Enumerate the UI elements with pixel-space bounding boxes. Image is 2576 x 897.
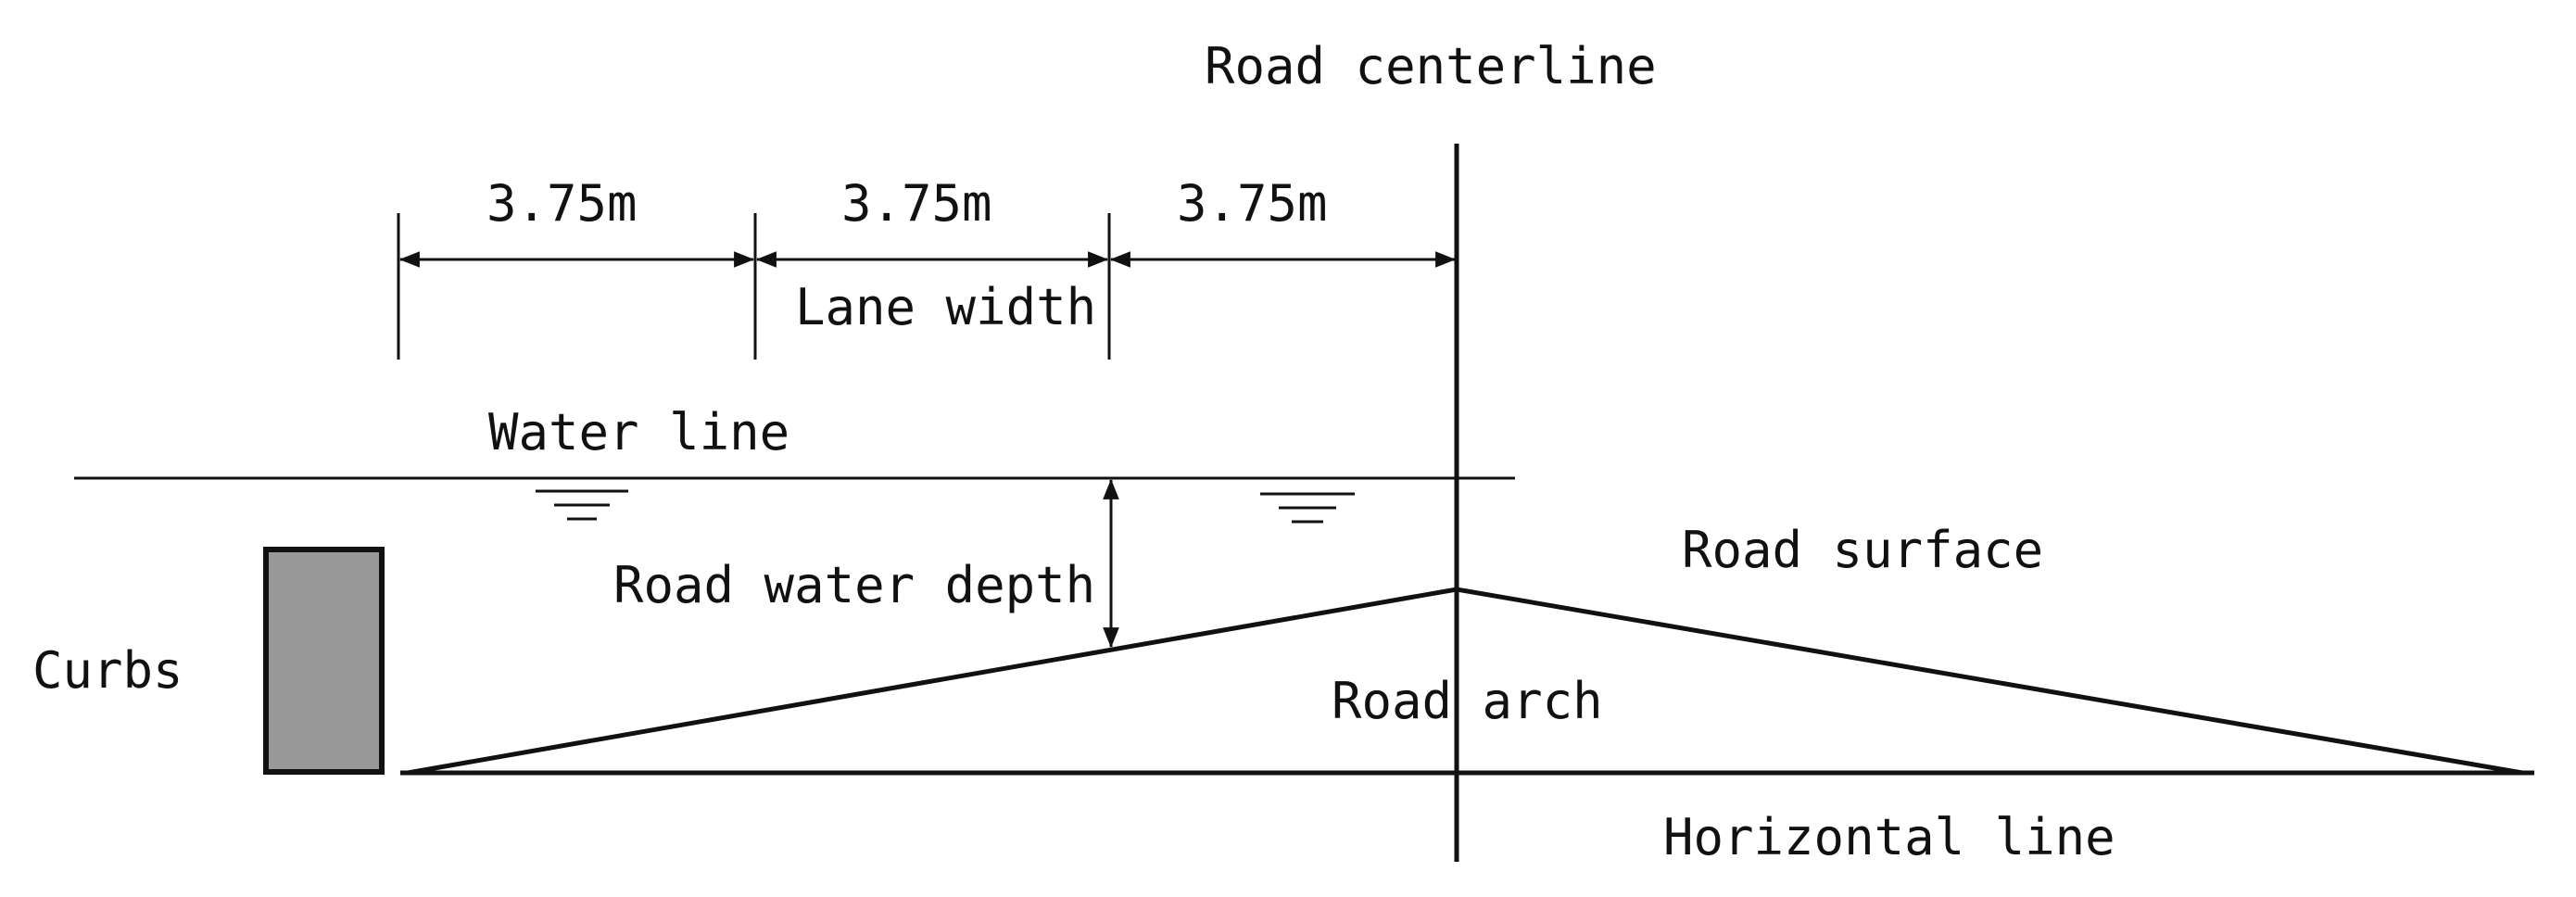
lane-width-label: Lane width bbox=[795, 278, 1096, 336]
water-level-icon bbox=[536, 489, 628, 521]
lane-width-value: 3.75m bbox=[486, 174, 638, 233]
road-centerline-label: Road centerline bbox=[1205, 37, 1657, 95]
horizontal-line-label: Horizontal line bbox=[1663, 808, 2115, 866]
water-line-label: Water line bbox=[488, 403, 789, 461]
road-surface-label: Road surface bbox=[1682, 521, 2043, 579]
water-level-icon bbox=[1260, 492, 1355, 524]
road-water-depth-label: Road water depth bbox=[613, 556, 1095, 614]
road-surface bbox=[407, 587, 2523, 776]
road-arch-label: Road arch bbox=[1332, 672, 1603, 730]
lane-width-value: 3.75m bbox=[1177, 174, 1328, 233]
lane-width-value: 3.75m bbox=[841, 174, 992, 233]
curbs-label: Curbs bbox=[32, 641, 183, 700]
curb-block bbox=[263, 547, 385, 775]
